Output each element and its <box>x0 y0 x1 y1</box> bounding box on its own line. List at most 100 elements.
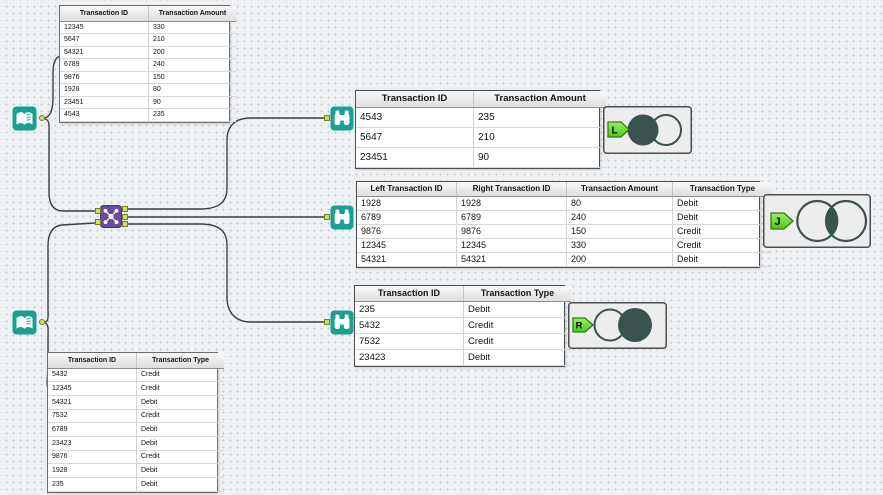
connector-join-right-to-browse <box>127 223 324 323</box>
left-output-tag: L <box>607 121 630 138</box>
join-output-J-anchor[interactable] <box>122 214 128 220</box>
browse-right-input-anchor[interactable] <box>324 319 330 325</box>
inner-join-venn-box[interactable]: J <box>763 194 871 253</box>
cell: 5647 <box>60 33 149 47</box>
cell: 235 <box>48 477 137 492</box>
cell: 200 <box>148 46 236 59</box>
cell: 1928 <box>456 196 567 211</box>
join-input-right-anchor[interactable] <box>95 219 101 225</box>
cell: 240 <box>566 210 673 225</box>
browse-tool-join[interactable] <box>330 205 354 235</box>
cell: 23451 <box>356 147 474 168</box>
cell: Credit <box>136 381 224 396</box>
column-header: Transaction Type <box>136 353 224 369</box>
cell: 4543 <box>356 107 474 128</box>
connector-input-top-to-join <box>44 118 95 212</box>
connector-input-top-to-table <box>44 55 61 119</box>
cell: 4543 <box>60 108 149 122</box>
join-output-tag: J <box>770 212 794 230</box>
browse-join-input-anchor[interactable] <box>324 214 330 220</box>
join-output-letter: J <box>774 216 780 228</box>
cell: 7532 <box>48 409 137 424</box>
cell: Debit <box>672 210 772 225</box>
right-join-venn-box[interactable]: R <box>568 302 667 354</box>
cell: Credit <box>672 224 772 239</box>
join-input-left-anchor[interactable] <box>95 208 101 214</box>
cell: 330 <box>148 21 236 34</box>
cell: Credit <box>136 409 224 424</box>
cell: Debit <box>136 395 224 410</box>
join-tool[interactable] <box>100 205 122 233</box>
cell: Debit <box>136 436 224 451</box>
cell: 54321 <box>357 252 457 267</box>
cell: 235 <box>473 107 606 128</box>
cell: Debit <box>463 349 571 366</box>
cell: 23423 <box>48 436 137 451</box>
cell: 90 <box>473 147 606 168</box>
column-header: Right Transaction ID <box>456 182 567 197</box>
browse-binoculars-icon <box>330 106 354 131</box>
input-top-output-anchor[interactable] <box>39 115 45 121</box>
cell: 240 <box>148 58 236 72</box>
cell: 210 <box>148 33 236 47</box>
left-output-letter: L <box>611 126 617 137</box>
input-data-tool-bottom[interactable] <box>12 310 37 340</box>
cell: 5432 <box>355 317 464 334</box>
join-output-L-anchor[interactable] <box>122 206 128 212</box>
right-output-tag: R <box>572 317 594 333</box>
cell: Credit <box>463 333 571 350</box>
cell: Credit <box>463 317 571 334</box>
input-bottom-output-anchor[interactable] <box>39 319 45 325</box>
cell: 1928 <box>48 463 137 478</box>
left-join-venn-icon <box>627 114 682 146</box>
column-header: Transaction Amount <box>473 91 606 108</box>
cell: 1928 <box>357 196 457 211</box>
cell: 12345 <box>456 238 567 253</box>
inner-join-venn-icon <box>796 199 868 243</box>
left-join-venn-box[interactable]: L <box>603 106 692 159</box>
column-header: Transaction Type <box>463 286 571 302</box>
browse-tool-right[interactable] <box>330 310 354 340</box>
input-data-book-icon <box>12 310 37 335</box>
right-output-letter: R <box>576 321 583 332</box>
column-header: Transaction ID <box>48 353 137 369</box>
cell: 54321 <box>60 46 149 59</box>
cell: 235 <box>148 108 236 122</box>
cell: Debit <box>136 463 224 478</box>
browse-tool-left[interactable] <box>330 106 354 136</box>
column-header: Transaction Amount <box>566 182 673 197</box>
cell: 80 <box>566 196 673 211</box>
cell: 12345 <box>48 381 137 396</box>
join-output-R-anchor[interactable] <box>122 221 128 227</box>
cell: 1928 <box>60 83 149 97</box>
input-data-tool-top[interactable] <box>12 106 37 136</box>
cell: 9876 <box>357 224 457 239</box>
cell: 330 <box>566 238 673 253</box>
browse-left-input-anchor[interactable] <box>324 115 330 121</box>
